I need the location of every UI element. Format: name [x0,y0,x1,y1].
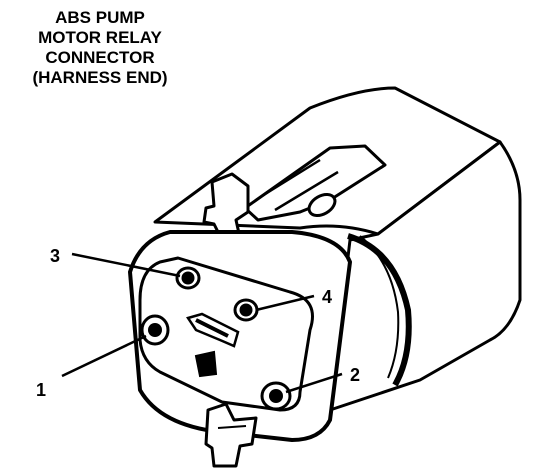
latch-arm [243,144,387,222]
diagram-title: ABS PUMP MOTOR RELAY CONNECTOR (HARNESS … [0,8,200,88]
title-line-3: CONNECTOR [45,48,155,67]
pin-label-3: 3 [50,246,60,266]
pin-cavity-4 [233,298,259,322]
key-slot-bar [195,318,229,338]
housing-collar-inner [359,235,400,379]
pin-cavity-1 [140,314,170,346]
title-line-4: (HARNESS END) [32,68,168,87]
bottom-latch-line [217,425,247,429]
latch-groove [261,158,339,212]
leader-line-2 [285,372,343,394]
bottom-latch [204,402,258,468]
leader-line-4 [255,294,315,312]
latch-post [307,193,337,217]
housing-side-face [328,140,522,412]
pin-cavity-2 [260,381,292,411]
pin-cavity-3 [175,266,201,290]
pin-label-4: 4 [322,287,332,307]
leader-line-1 [61,334,147,378]
pin-label-1: 1 [36,380,46,400]
leader-line-3 [71,252,181,278]
title-line-2: MOTOR RELAY [38,28,162,47]
title-line-1: ABS PUMP [55,8,145,27]
bottom-key-tab [194,350,218,378]
pin-label-2: 2 [350,365,360,385]
